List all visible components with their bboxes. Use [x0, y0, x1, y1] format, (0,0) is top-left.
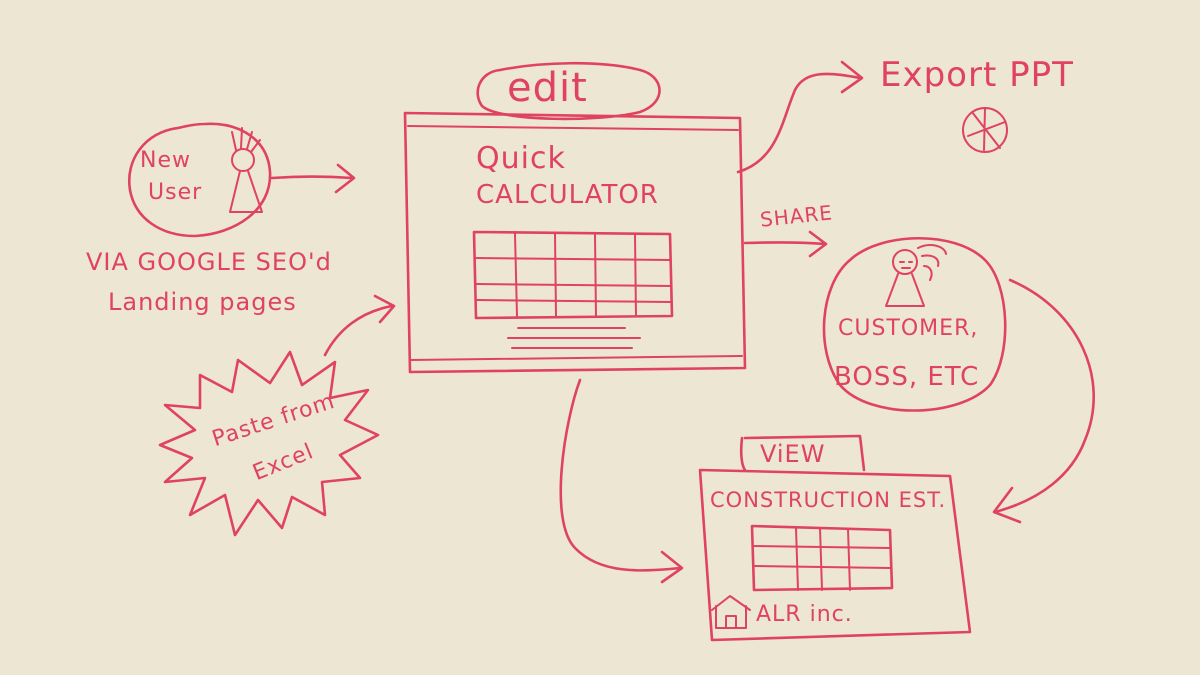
edit-badge-outline [476, 61, 661, 121]
viewer-window [698, 468, 972, 642]
no-symbol-icon [962, 107, 1008, 153]
arrow-recipient-to-viewer [992, 278, 1095, 524]
view-badge-label: ViEW [760, 440, 826, 468]
recipient-figure-icon [885, 244, 947, 307]
new-user-label-line2: User [148, 180, 203, 205]
arrow-editor-to-viewer [559, 378, 684, 584]
paste-starburst [158, 350, 380, 537]
user-figure-icon [229, 127, 263, 213]
editor-title-line1: Quick [476, 141, 566, 176]
recipient-label-line1: CUSTOMER, [838, 316, 979, 341]
editor-window [403, 111, 747, 374]
arrow-editor-to-recipient [743, 230, 828, 258]
new-user-source-line2: Landing pages [108, 288, 297, 316]
view-badge-outline [739, 434, 866, 472]
recipient-label-line2: BOSS, ETC [834, 362, 980, 392]
export-label: Export PPT [880, 55, 1074, 95]
editor-title-line2: CALCULATOR [476, 180, 659, 210]
edit-badge-label: edit [507, 65, 588, 111]
house-icon [711, 595, 751, 629]
recipient-circle [822, 237, 1007, 412]
arrow-editor-to-export [736, 60, 864, 174]
new-user-label-line1: New [140, 148, 191, 173]
viewer-title: CONSTRUCTION EST. [710, 488, 947, 512]
new-user-circle [127, 122, 272, 238]
new-user-source-line1: VIA GOOGLE SEO'd [86, 248, 332, 276]
arrow-user-to-editor [270, 163, 356, 194]
arrow-paste-to-editor [323, 294, 396, 357]
viewer-company: ALR inc. [756, 602, 853, 627]
